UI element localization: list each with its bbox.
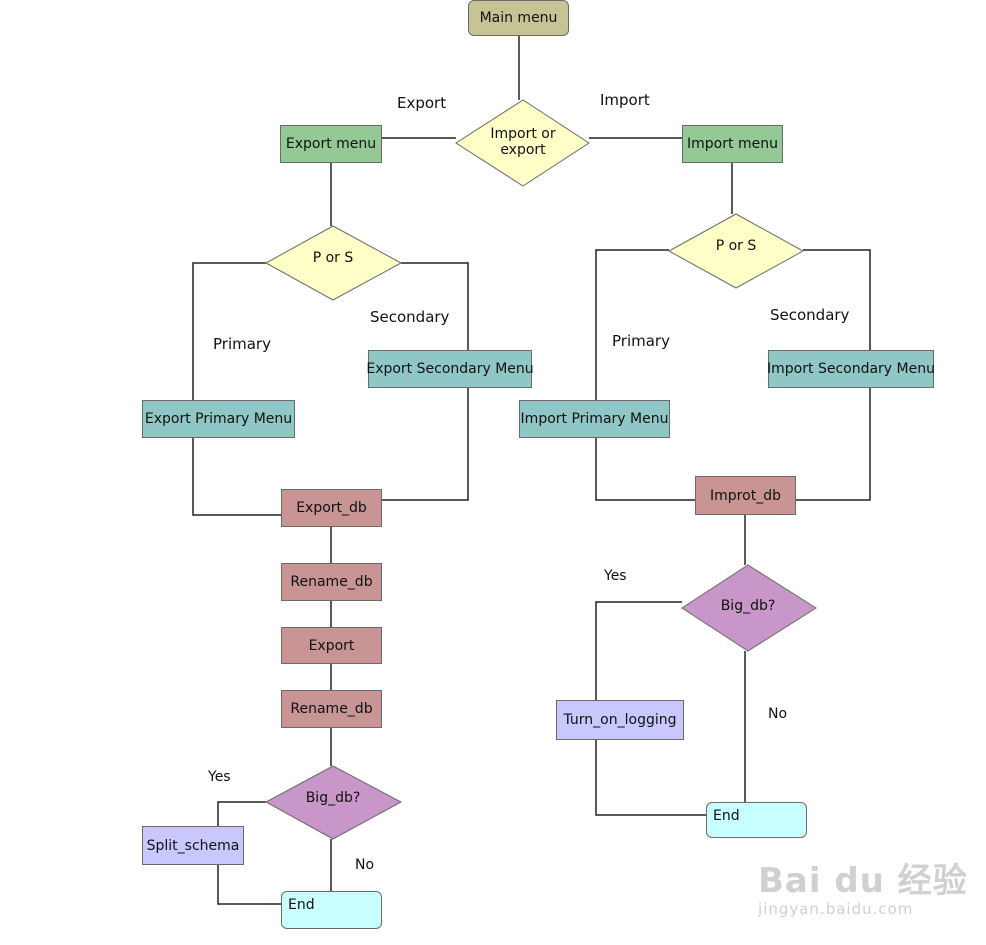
baidu-watermark-url: jingyan.baidu.com — [758, 900, 914, 918]
export-db-node: Export_db — [281, 489, 382, 527]
export-step-node: Export — [281, 627, 382, 664]
import-or-export-text: Import or export — [490, 126, 556, 158]
edge-label-import-secondary: Secondary — [770, 306, 850, 324]
edge-label-export-no: No — [355, 857, 375, 873]
export-secondary-menu-node: Export Secondary Menu — [366, 350, 534, 388]
export-end-node: End — [281, 891, 382, 929]
rename-db-node-1: Rename_db — [281, 563, 382, 601]
turn-on-logging-node: Turn_on_logging — [556, 700, 684, 740]
main-menu-node: Main menu — [468, 0, 569, 36]
import-primary-menu-node: Import Primary Menu — [519, 400, 670, 438]
edge-label-import-primary: Primary — [612, 332, 670, 350]
edge-label-import-no: No — [768, 706, 788, 722]
import-menu-node: Import menu — [682, 125, 783, 163]
improt-db-node: Improt_db — [695, 476, 796, 515]
export-menu-node: Export menu — [280, 125, 382, 163]
export-big-db-label: Big_db? — [305, 790, 361, 806]
edge-label-import-yes: Yes — [604, 568, 627, 584]
export-p-or-s-diamond — [264, 225, 403, 301]
export-p-or-s-label: P or S — [312, 250, 354, 266]
export-big-db-diamond — [264, 765, 403, 840]
edge-label-export-yes: Yes — [208, 769, 231, 785]
import-end-node: End — [706, 802, 807, 838]
import-or-export-label: Import or export — [476, 122, 570, 162]
import-big-db-label: Big_db? — [720, 598, 776, 614]
export-primary-menu-node: Export Primary Menu — [142, 400, 295, 438]
baidu-watermark-logo: Bai du 经验 — [758, 861, 968, 901]
split-schema-node: Split_schema — [142, 826, 244, 865]
edge-label-import: Import — [600, 91, 650, 109]
rename-db-node-2: Rename_db — [281, 690, 382, 728]
import-secondary-menu-node: Import Secondary Menu — [767, 350, 935, 388]
import-p-or-s-diamond — [667, 213, 805, 289]
import-p-or-s-label: P or S — [715, 238, 757, 254]
import-big-db-diamond — [681, 564, 817, 652]
import-or-export-diamond — [455, 99, 590, 187]
edge-label-export: Export — [397, 94, 447, 112]
edge-label-export-primary: Primary — [213, 335, 271, 353]
edge-label-export-secondary: Secondary — [370, 308, 450, 326]
